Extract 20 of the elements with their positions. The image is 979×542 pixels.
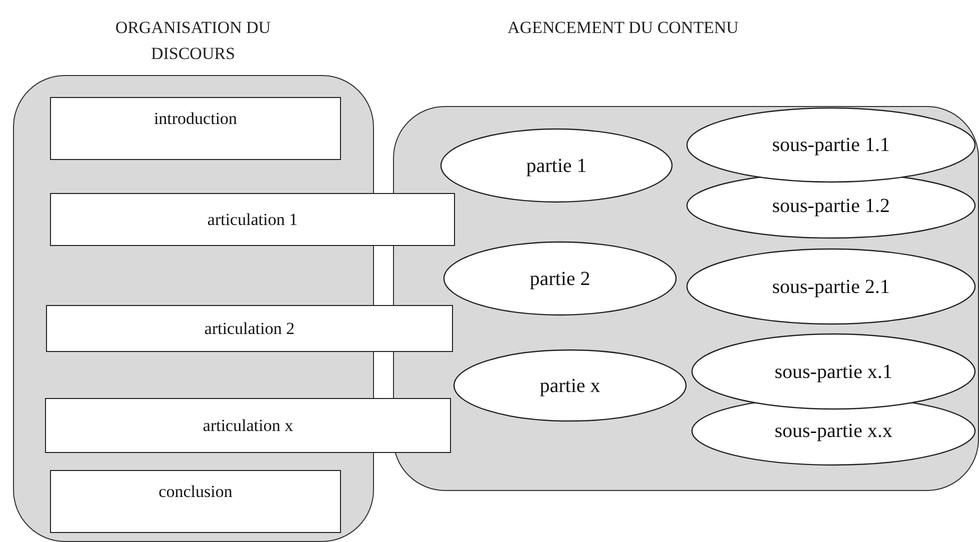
text-box (50, 193, 455, 246)
ellipse-label: sous-partie 1.1 (772, 133, 890, 158)
ellipse-label: sous-partie 2.1 (772, 274, 890, 300)
box-label: conclusion (158, 481, 232, 503)
box-label: articulation 1 (207, 208, 298, 231)
ellipse-label: partie 2 (530, 266, 590, 292)
panel-heading: ORGANISATION DU DISCOURS (114, 17, 272, 65)
ellipse-label: sous-partie x.1 (774, 360, 892, 384)
text-box (45, 398, 451, 453)
panel-heading: AGENCEMENT DU CONTENU (506, 17, 740, 39)
ellipse-label: sous-partie 1.2 (772, 194, 890, 218)
ellipse-label: partie 1 (526, 154, 587, 178)
text-box (50, 470, 341, 533)
ellipse-label: partie x (540, 374, 600, 398)
box-label: articulation 2 (204, 318, 295, 340)
box-label: introduction (154, 108, 238, 130)
text-box (50, 97, 341, 160)
text-box (46, 305, 453, 352)
ellipse-label: sous-partie x.x (774, 419, 892, 444)
box-label: articulation x (202, 414, 294, 437)
